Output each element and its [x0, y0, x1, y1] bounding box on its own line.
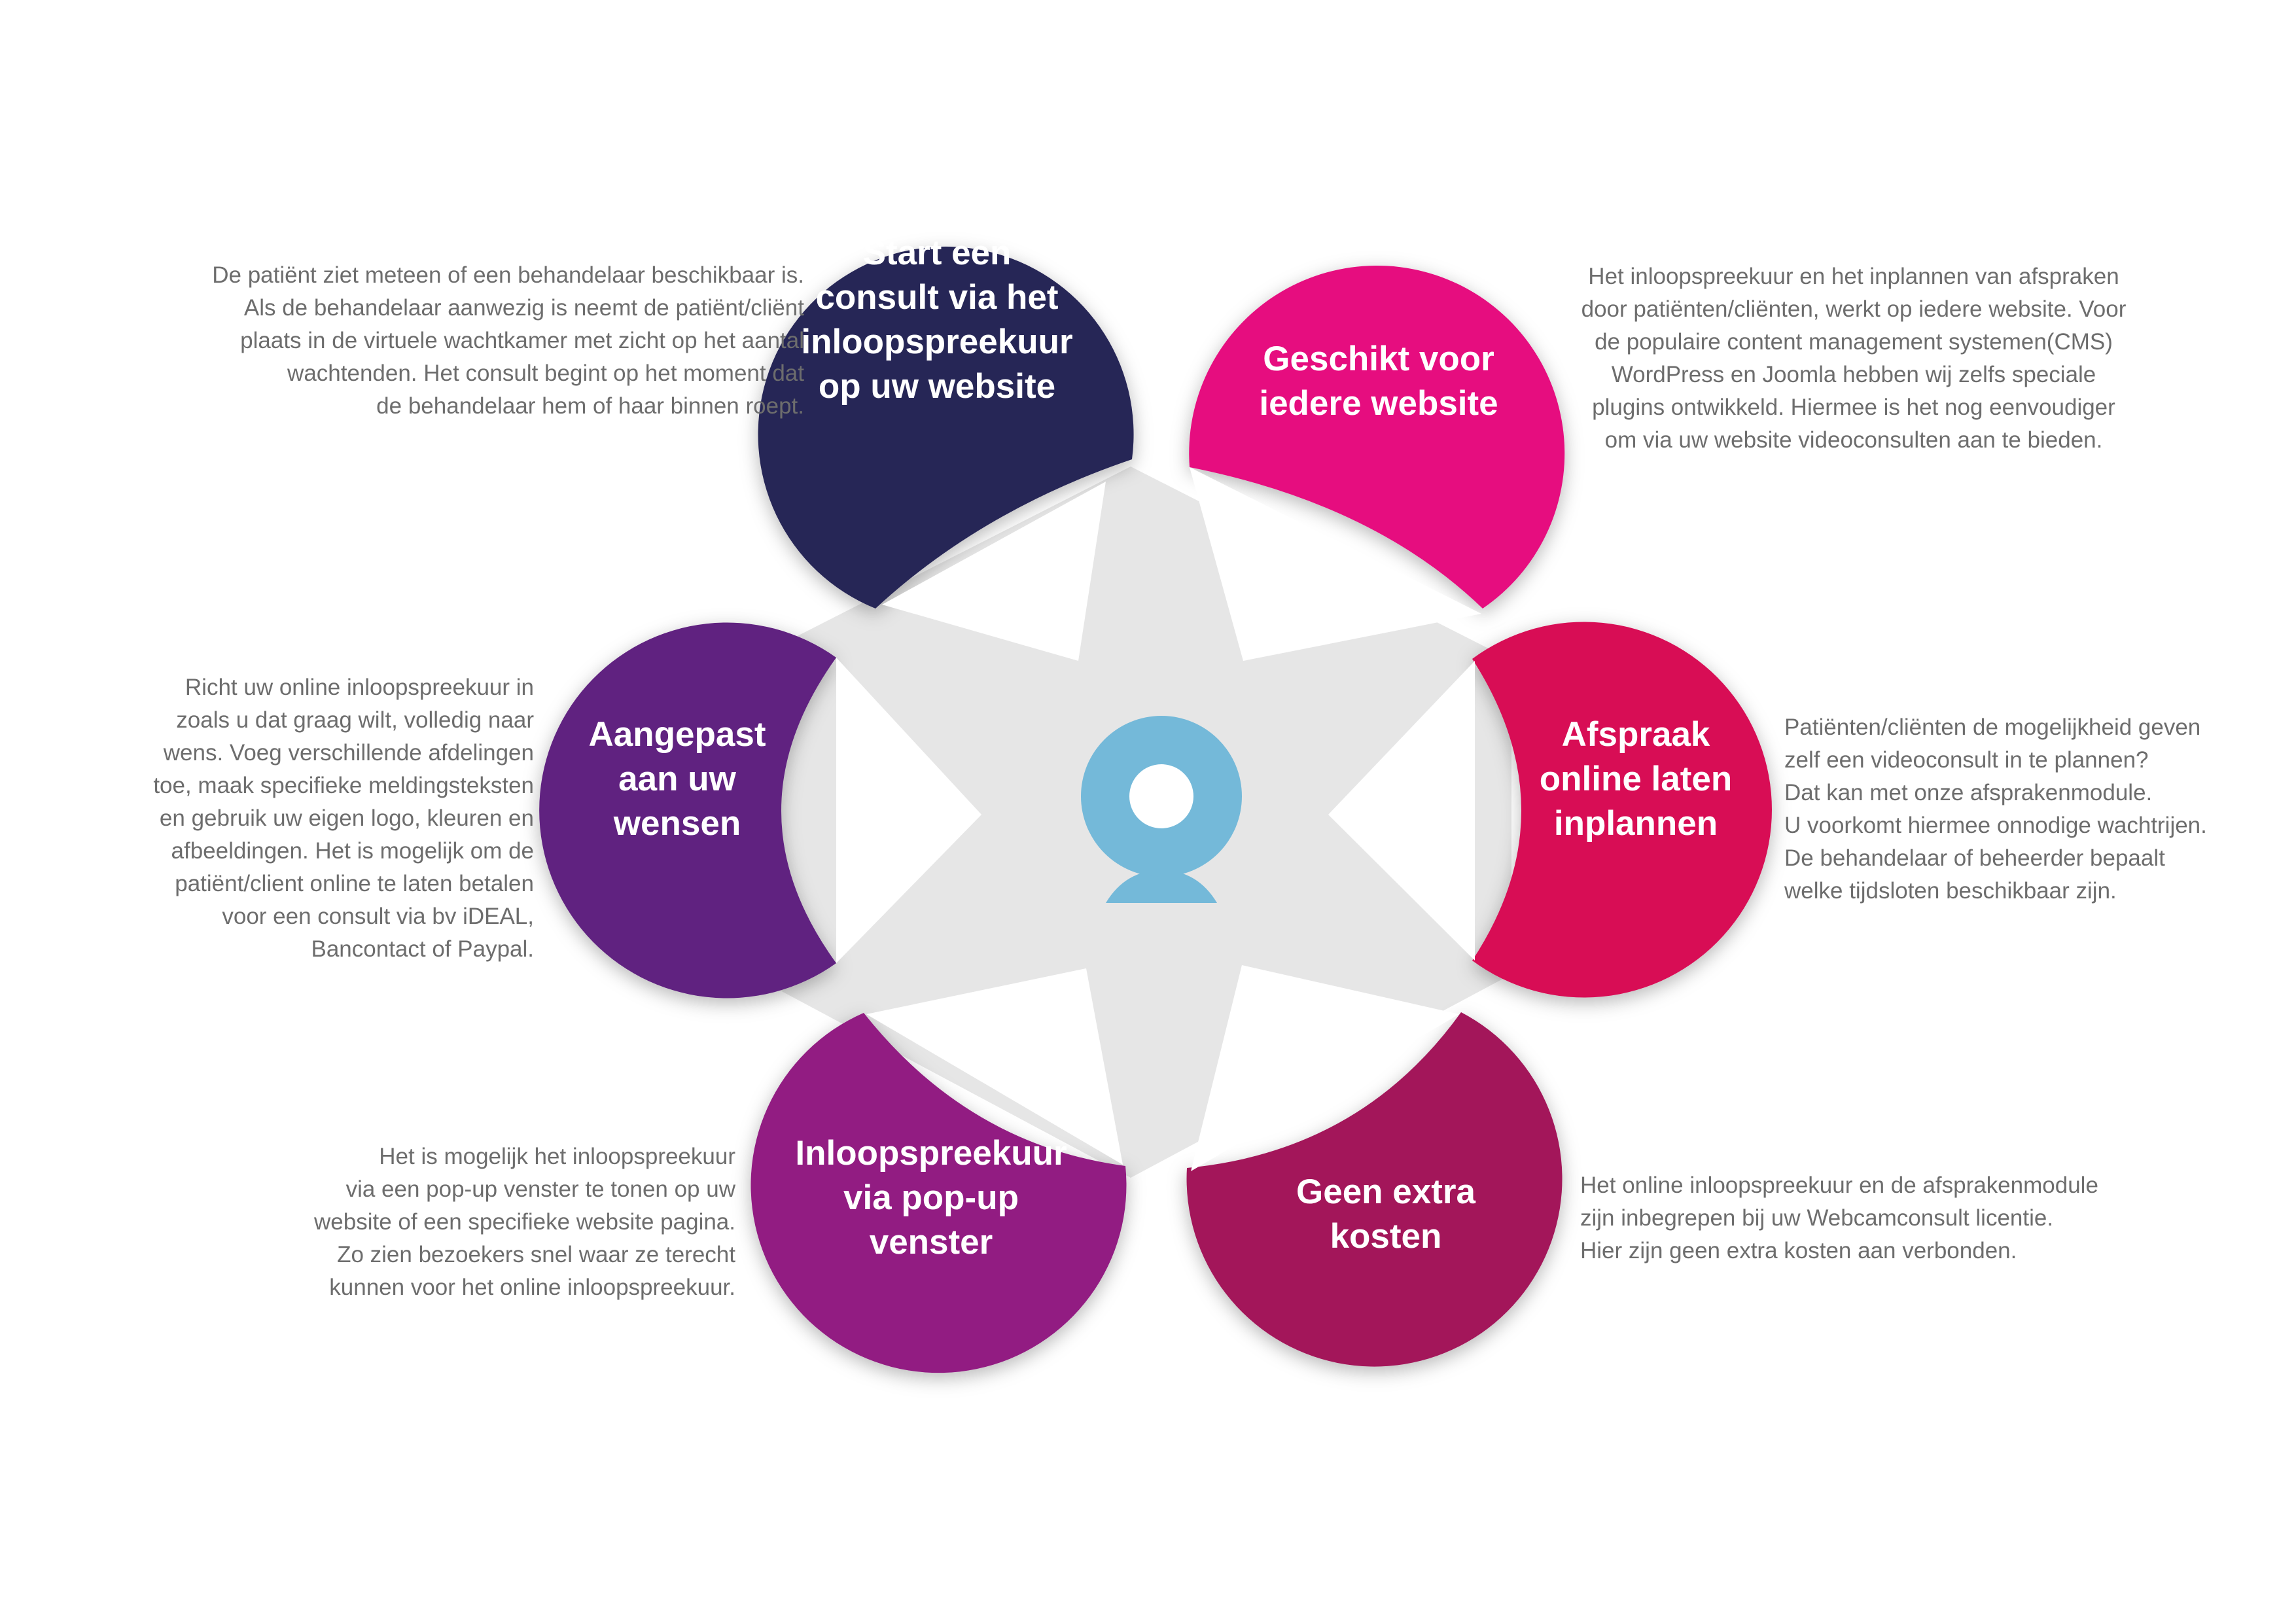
petal-wensen-description-line: en gebruik uw eigen logo, kleuren en	[159, 805, 534, 831]
petal-popup	[751, 1013, 1127, 1373]
petal-kosten-description: Het online inloopspreekuur en de afsprak…	[1580, 1169, 2098, 1267]
notch-bottom-left	[866, 968, 1123, 1165]
petal-popup-description-line: kunnen voor het online inloopspreekuur.	[329, 1275, 735, 1300]
petal-wensen-title: Aangepast aan uw wensen	[589, 715, 766, 843]
petal-inloop-description-line: wachtenden. Het consult begint op het mo…	[287, 361, 804, 386]
petal-kosten	[1186, 1012, 1563, 1367]
petal-website-description-line: de populaire content management systemen…	[1595, 329, 2113, 355]
petal-inloop-shape	[758, 246, 1134, 609]
petal-inloop-description-line: de behandelaar hem of haar binnen roept.	[376, 393, 804, 419]
petal-kosten-title: Geen extra kosten	[1296, 1173, 1476, 1256]
petal-kosten-title-line: kosten	[1330, 1217, 1442, 1256]
notch-top-left	[882, 482, 1106, 661]
notch-top-right	[1190, 467, 1481, 661]
petal-wensen-description-line: Richt uw online inloopspreekuur in	[185, 675, 534, 700]
petal-afspraak-shape	[1472, 622, 1772, 998]
petal-afspraak-description-line: zelf een videoconsult in te plannen?	[1784, 747, 2149, 773]
petal-kosten-shape	[1186, 1012, 1563, 1367]
notch-right	[1328, 661, 1475, 961]
petal-website-description-line: plugins ontwikkeld. Hiermee is het nog e…	[1592, 395, 2115, 420]
petal-website-shape	[1189, 265, 1565, 609]
petal-wensen-description: Richt uw online inloopspreekuur in zoals …	[153, 671, 534, 966]
petal-wensen	[539, 622, 836, 998]
petal-wensen-description-line: wens. Voeg verschillende afdelingen	[163, 740, 534, 766]
petal-afspraak-description-line: De behandelaar of beheerder bepaalt	[1784, 845, 2165, 871]
petal-kosten-description-line: zijn inbegrepen bij uw Webcamconsult lic…	[1580, 1205, 2054, 1231]
petal-wensen-description-line: voor een consult via bv iDEAL,	[222, 904, 534, 929]
petal-wensen-description-line: toe, maak specifieke meldingsteksten	[153, 773, 534, 798]
petal-wensen-description-line: zoals u dat graag wilt, volledig naar	[176, 707, 534, 733]
petal-afspraak-description-line: welke tijdsloten beschikbaar zijn.	[1784, 878, 2117, 904]
petal-inloop-description: De patiënt ziet meteen of een behandelaa…	[212, 259, 804, 423]
petal-popup-description-line: Het is mogelijk het inloopspreekuur	[379, 1144, 735, 1169]
petal-wensen-title-line: aan uw	[618, 760, 736, 798]
petal-wensen-description-line: Bancontact of Paypal.	[311, 936, 535, 962]
petal-website-description-line: door patiënten/cliënten, werkt op iedere…	[1581, 296, 2127, 322]
petal-wensen-title-line: Aangepast	[589, 715, 766, 754]
petal-popup-title: Inloopspreekuur via pop-up venster	[795, 1134, 1067, 1262]
star-notches	[836, 467, 1481, 1171]
petal-kosten-title-line: Geen extra	[1296, 1173, 1476, 1211]
petal-popup-title-line: Inloopspreekuur	[795, 1134, 1067, 1173]
webcam-icon-base	[1106, 870, 1217, 903]
petal-popup-description-line: website of een specifieke website pagina…	[313, 1209, 735, 1235]
petal-afspraak-title-line: Afspraak	[1562, 715, 1710, 754]
petal-afspraak-title-line: inplannen	[1554, 804, 1718, 843]
petal-website-title-line: Geschikt voor	[1263, 340, 1494, 378]
webcam-icon	[1081, 716, 1242, 903]
petal-afspraak-description: Patiënten/cliënten de mogelijkheid geven…	[1784, 711, 2207, 908]
notch-left	[836, 658, 981, 963]
petal-afspraak-description-line: Patiënten/cliënten de mogelijkheid geven	[1784, 715, 2201, 740]
petal-wensen-description-line: patiënt/client online te laten betalen	[175, 871, 534, 896]
petal-website-description-line: Het inloopspreekuur en het inplannen van…	[1588, 264, 2119, 289]
petal-inloop-title: Start een consult via het inloopspreekuur o…	[801, 234, 1072, 406]
petal-wensen-shape	[539, 622, 836, 998]
petal-website	[1189, 265, 1565, 609]
petal-popup-description: Het is mogelijk het inloopspreekuur via e…	[314, 1140, 735, 1304]
petal-afspraak-description-line: Dat kan met onze afsprakenmodule.	[1784, 780, 2153, 805]
petal-inloop-title-line: consult via het	[815, 278, 1058, 317]
petal-website-description: Het inloopspreekuur en het inplannen van…	[1540, 260, 2168, 457]
petal-afspraak-title: Afspraak online laten inplannen	[1540, 715, 1732, 843]
petal-website-description-line: WordPress en Joomla hebben wij zelfs spe…	[1611, 362, 2096, 387]
petal-popup-shape	[751, 1013, 1127, 1373]
petal-inloop-description-line: Als de behandelaar aanwezig is neemt de …	[243, 295, 804, 321]
petal-website-description-line: om via uw website videoconsulten aan te …	[1604, 427, 2103, 453]
petal-website-title-line: iedere website	[1259, 384, 1498, 423]
petal-kosten-description-line: Het online inloopspreekuur en de afsprak…	[1580, 1173, 2098, 1198]
petal-afspraak	[1472, 622, 1772, 998]
petal-popup-description-line: via een pop-up venster te tonen op uw	[345, 1176, 735, 1202]
petal-popup-description-line: Zo zien bezoekers snel waar ze terecht	[337, 1242, 735, 1267]
petal-popup-title-line: via pop-up	[843, 1178, 1019, 1217]
webcam-icon-lens	[1129, 764, 1193, 828]
petal-afspraak-title-line: online laten	[1540, 760, 1732, 798]
petal-inloop-description-line: De patiënt ziet meteen of een behandelaa…	[212, 262, 804, 288]
petal-website-title: Geschikt voor iedere website	[1259, 340, 1498, 423]
petal-wensen-title-line: wensen	[613, 804, 741, 843]
petal-inloop-title-line: inloopspreekuur	[801, 323, 1072, 361]
petal-afspraak-description-line: U voorkomt hiermee onnodige wachtrijen.	[1784, 813, 2207, 838]
petal-kosten-description-line: Hier zijn geen extra kosten aan verbonde…	[1580, 1238, 2017, 1263]
petal-inloop-title-line: op uw website	[819, 367, 1055, 406]
petal-inloop-title-line: Start een	[863, 234, 1012, 272]
petal-inloop-description-line: plaats in de virtuele wachtkamer met zic…	[240, 328, 804, 353]
petal-popup-title-line: venster	[870, 1223, 993, 1262]
petal-wensen-description-line: afbeeldingen. Het is mogelijk om de	[171, 838, 534, 864]
petal-inloop	[758, 246, 1134, 609]
notch-bottom-right	[1191, 965, 1459, 1171]
